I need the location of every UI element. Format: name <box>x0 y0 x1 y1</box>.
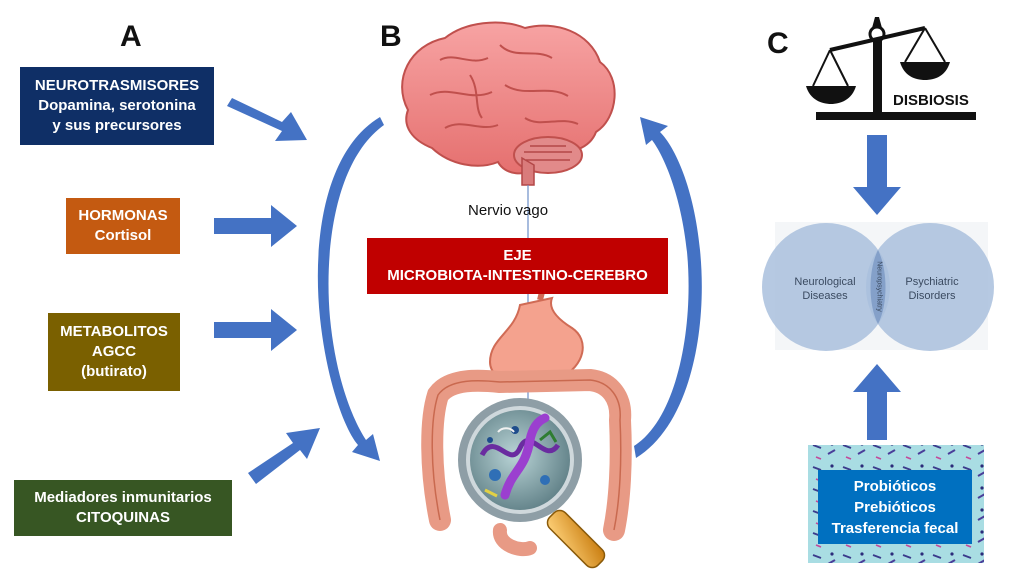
treatment-line-1: Probióticos <box>853 477 937 495</box>
venn-left-line-2: Diseases <box>802 290 848 302</box>
brain-illustration <box>401 21 616 186</box>
venn-right-line-1: Psychiatric <box>905 276 959 288</box>
venn-right-label: Psychiatric Disorders <box>889 275 975 303</box>
neurotransmitters-line-2: Dopamina, serotonina <box>38 97 196 114</box>
magnifying-glass-icon <box>458 398 606 569</box>
vagus-nerve-label: Nervio vago <box>468 202 549 219</box>
section-letter-c: C <box>767 27 789 60</box>
arrow-neurotransmitters <box>227 98 307 141</box>
treatment-line-2: Prebióticos <box>854 498 936 516</box>
venn-diagram <box>762 222 994 351</box>
immune-line-2: CITOQUINAS <box>76 509 170 526</box>
intestine-illustration <box>421 368 632 556</box>
treatment-line-3: Trasferencia fecal <box>831 519 959 537</box>
axis-title-line-2: MICROBIOTA-INTESTINO-CEREBRO <box>387 267 648 284</box>
arrow-metabolites <box>214 309 297 351</box>
neurotransmitters-box: NEUROTRASMISORES Dopamina, serotonina y … <box>20 67 214 145</box>
metabolites-box: METABOLITOS AGCC (butirato) <box>48 313 180 391</box>
axis-title-line-1: EJE <box>503 247 532 264</box>
metabolites-line-1: METABOLITOS <box>60 323 168 340</box>
venn-left-label: Neurological Diseases <box>783 275 867 303</box>
curved-arrow-left <box>317 117 384 461</box>
curved-arrow-right <box>634 117 702 458</box>
immune-line-1: Mediadores inmunitarios <box>34 489 212 506</box>
treatment-box: Probióticos Prebióticos Trasferencia fec… <box>818 470 972 544</box>
venn-left-line-1: Neurological <box>794 276 856 288</box>
venn-overlap-label: Neuropsychiatry <box>875 261 883 312</box>
metabolites-line-3: (butirato) <box>81 363 147 380</box>
hormones-box: HORMONAS Cortisol <box>66 198 180 254</box>
section-letter-b: B <box>380 20 402 53</box>
neurotransmitters-line-3: y sus precursores <box>52 117 182 134</box>
axis-title-box: EJE MICROBIOTA-INTESTINO-CEREBRO <box>367 238 668 294</box>
hormones-line-1: HORMONAS <box>78 207 168 224</box>
hormones-line-2: Cortisol <box>94 227 152 244</box>
metabolites-line-2: AGCC <box>91 343 137 360</box>
arrow-hormones <box>214 205 297 247</box>
disbiosis-label: DISBIOSIS <box>893 92 969 109</box>
venn-right-line-2: Disorders <box>908 290 956 302</box>
arrow-treatment-up <box>853 364 901 440</box>
arrow-immune <box>248 428 320 484</box>
section-letter-a: A <box>120 20 142 53</box>
arrow-disbiosis-down <box>853 135 901 215</box>
neurotransmitters-line-1: NEUROTRASMISORES <box>34 77 200 94</box>
balance-scale-icon <box>806 17 976 120</box>
immune-mediators-box: Mediadores inmunitarios CITOQUINAS <box>14 480 232 536</box>
